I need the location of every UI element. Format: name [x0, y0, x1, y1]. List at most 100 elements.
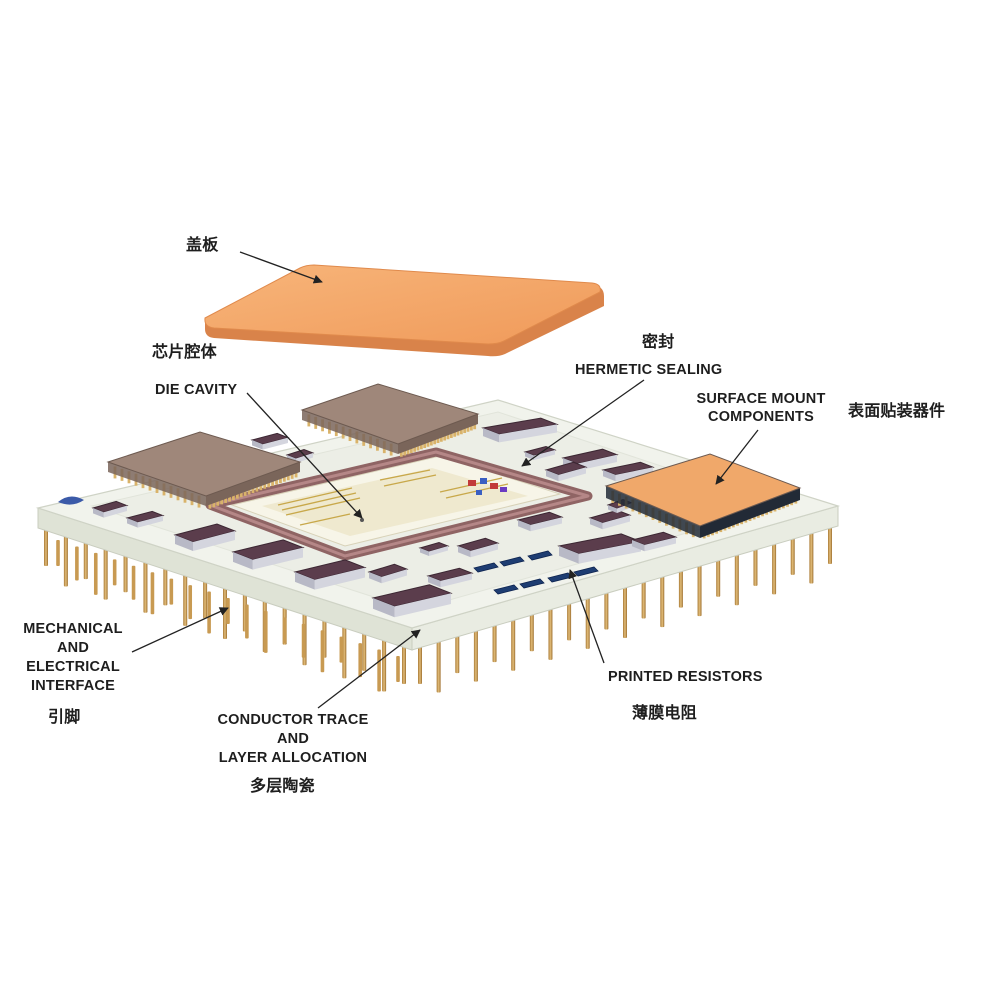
pin — [511, 616, 516, 671]
smd-terminal — [602, 515, 630, 530]
label-arrows — [131, 251, 759, 709]
smd-terminal — [127, 518, 138, 528]
smd-terminal — [559, 546, 579, 564]
pin — [790, 534, 795, 575]
pin — [226, 598, 230, 624]
pin — [697, 562, 702, 617]
mech-label-en-3: ELECTRICAL — [26, 659, 120, 675]
smd-terminal — [429, 546, 448, 556]
printed-resistor — [499, 556, 525, 567]
smd-terminal — [458, 546, 471, 558]
pin — [402, 644, 406, 684]
die-cavity-region — [230, 455, 562, 547]
smd-terminal — [615, 467, 653, 482]
printed-resistor — [527, 550, 553, 561]
pin — [93, 552, 98, 595]
pin — [188, 585, 193, 620]
smd-terminal — [296, 453, 313, 463]
printed-resistor — [473, 562, 499, 573]
pin — [112, 559, 117, 586]
pin — [377, 649, 381, 692]
smd-terminal — [518, 520, 531, 532]
smd-terminal — [295, 572, 315, 590]
pin — [529, 611, 534, 652]
pin — [641, 578, 646, 619]
pin — [492, 622, 497, 663]
smd-terminal — [369, 572, 382, 584]
smd-component-icon — [91, 417, 678, 618]
printed-resistor — [519, 578, 545, 589]
smc-label-zh: 表面贴装器件 — [848, 401, 946, 420]
pin — [396, 656, 400, 682]
smd-terminal — [93, 508, 104, 518]
pin — [339, 636, 344, 663]
smd-terminal — [608, 505, 617, 513]
pin — [623, 584, 627, 638]
smd-terminal — [103, 505, 127, 518]
pin — [604, 589, 609, 630]
pin — [418, 644, 422, 684]
smd-terminal — [420, 548, 429, 556]
qfp-chip-icon — [106, 383, 802, 539]
pin — [143, 558, 148, 613]
smc-label-en-2: COMPONENTS — [708, 409, 814, 425]
seal-ring-icon — [205, 447, 593, 561]
smd-terminal — [558, 467, 586, 482]
pin — [473, 627, 478, 682]
pins-label-zh: 引脚 — [48, 707, 81, 726]
smd-terminal — [137, 515, 163, 528]
pin — [678, 567, 683, 608]
resistors-label-en: PRINTED RESISTORS — [608, 669, 763, 685]
smc-label-en-1: SURFACE MOUNT — [696, 391, 826, 407]
mech-label-en-1: MECHANICAL — [23, 621, 123, 637]
pin — [362, 630, 367, 671]
smd-terminal — [632, 540, 645, 552]
pin — [150, 572, 155, 615]
smd-terminal — [590, 518, 603, 530]
conductor-label-en-2: AND — [276, 731, 309, 747]
qfp-package — [604, 453, 802, 539]
pin — [828, 524, 832, 564]
smd-terminal — [577, 454, 617, 471]
pin — [734, 551, 739, 606]
smd-terminal — [262, 437, 288, 450]
smd-terminal — [470, 543, 498, 558]
pin — [203, 578, 208, 619]
smd-terminal — [534, 450, 555, 460]
pin — [320, 630, 325, 673]
pin — [809, 529, 814, 584]
smd-terminal — [394, 593, 451, 618]
mech-label-en-4: INTERFACE — [31, 678, 115, 694]
pin — [245, 604, 249, 639]
pin — [342, 624, 347, 679]
smd-terminal — [428, 576, 441, 588]
die-cavity-label-en: DIE CAVITY — [155, 382, 238, 398]
pin — [123, 552, 128, 593]
pin — [63, 532, 68, 587]
smd-terminal — [314, 567, 365, 590]
hermetic-label-en: HERMETIC SEALING — [575, 362, 723, 378]
pin — [44, 526, 48, 566]
pin — [585, 594, 590, 649]
pin — [207, 591, 211, 634]
pin — [263, 610, 268, 653]
die-cavity-label-zh: 芯片腔体 — [152, 342, 217, 361]
pin — [753, 545, 758, 586]
pin — [103, 545, 108, 600]
pin — [382, 637, 387, 692]
cover-label-zh: 盖板 — [186, 235, 219, 254]
pin — [169, 578, 174, 605]
smd-terminal — [603, 470, 616, 482]
pin — [455, 633, 460, 674]
qfp-package — [300, 383, 480, 457]
pin — [75, 546, 79, 581]
mech-label-en-2: AND — [56, 640, 89, 656]
conductor-label-zh: 多层陶瓷 — [250, 776, 315, 795]
smd-terminal — [499, 424, 557, 443]
cover-plate-icon — [204, 264, 604, 357]
smd-terminal — [530, 517, 562, 532]
smd-terminal — [440, 573, 472, 588]
smd-terminal — [525, 452, 534, 460]
smd-terminal — [175, 535, 193, 551]
